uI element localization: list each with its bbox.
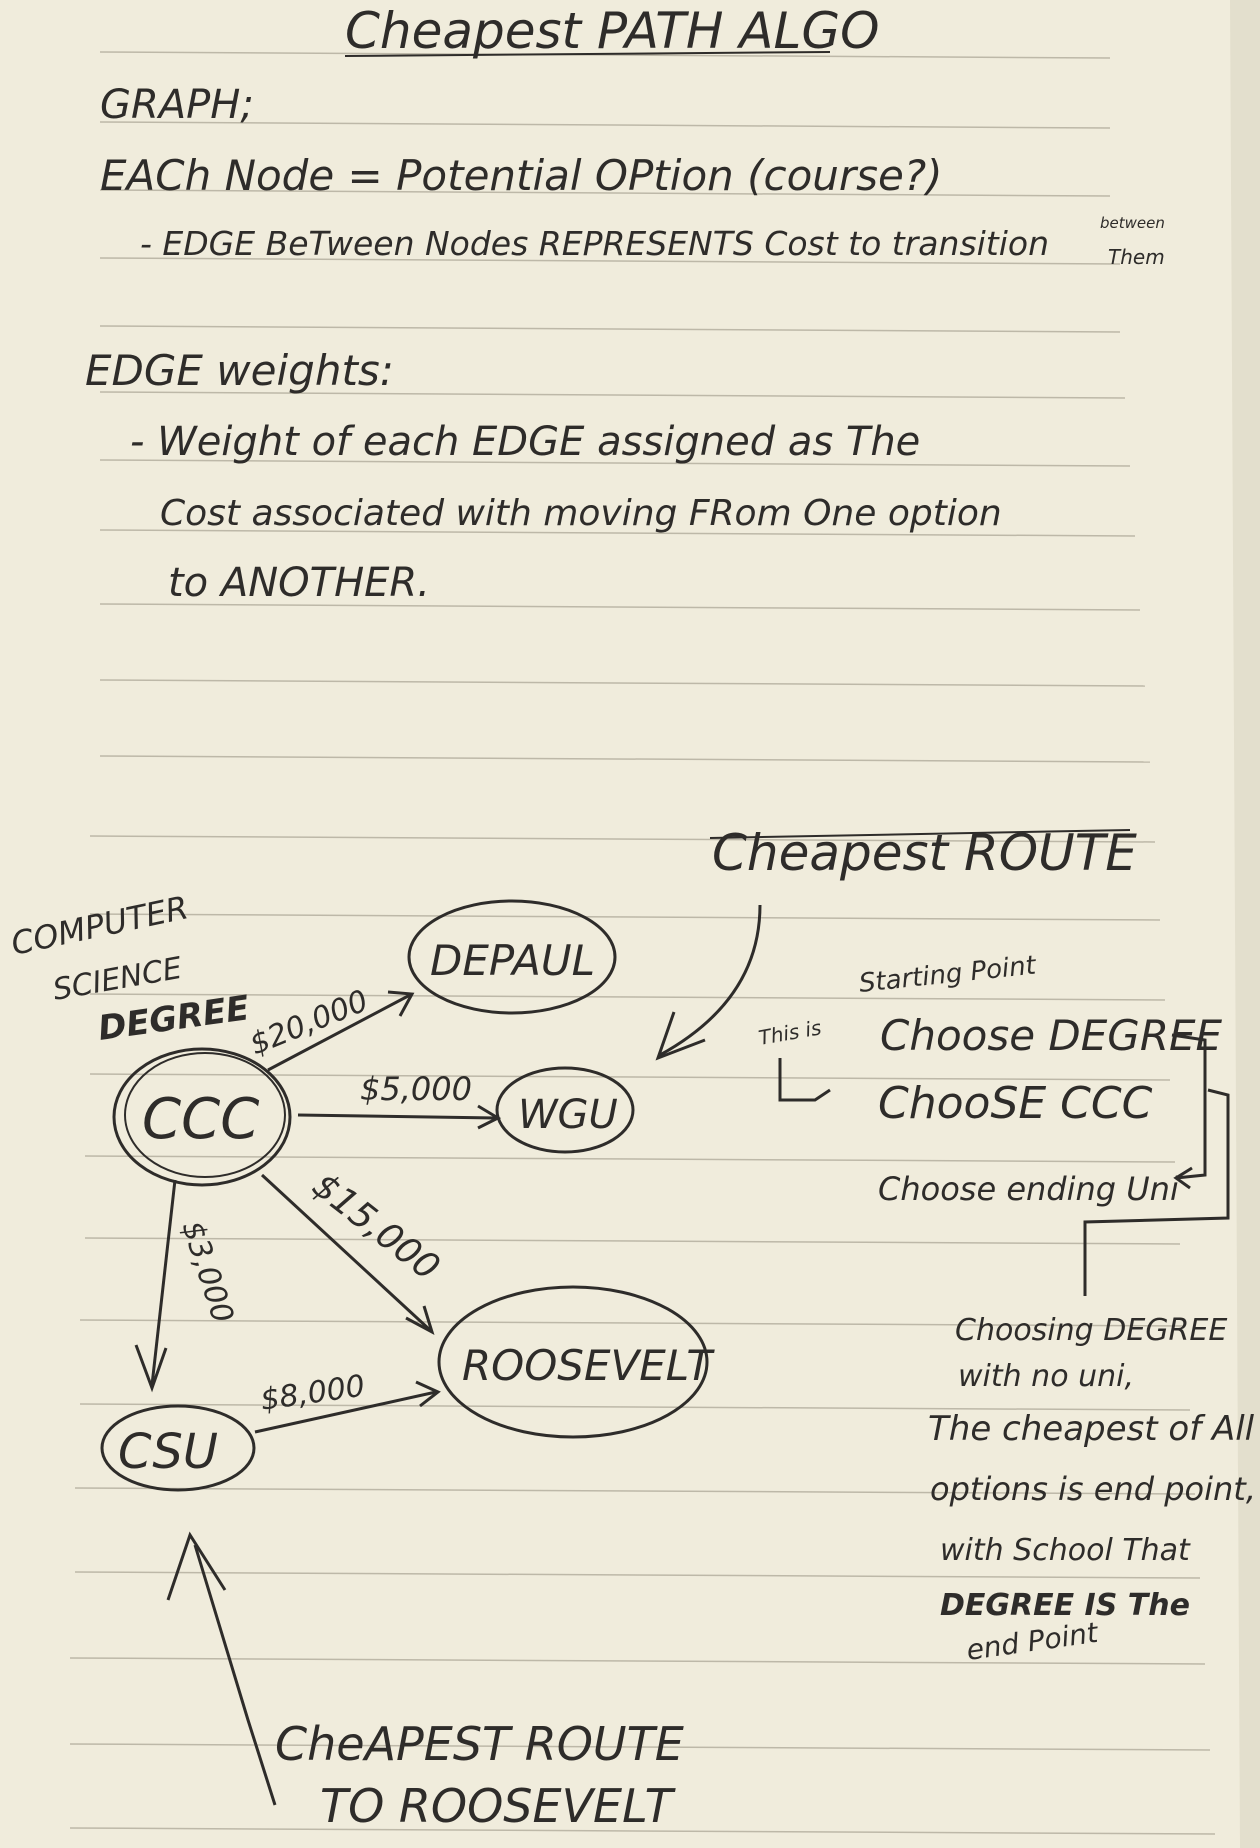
- edge-line-2: Cost associated with moving FRom One opt…: [160, 493, 1002, 534]
- node-roosevelt-label: ROOSEVELT: [462, 1341, 715, 1390]
- bottom-label-1: CheAPEST ROUTE: [275, 1717, 684, 1771]
- explanation: Choosing DEGREE with no uni, The cheapes…: [928, 1313, 1256, 1667]
- edge-line-1: - Weight of each EDGE assigned as The: [130, 419, 920, 465]
- node-ccc-label: CCC: [142, 1087, 259, 1152]
- node-csu: [100, 1404, 256, 1492]
- node-wgu: [495, 1066, 635, 1154]
- edge-ccc-csu: [150, 1179, 177, 1386]
- cost-ccc-wgu: $5,000: [360, 1070, 472, 1108]
- explanation-line-5: with School That: [940, 1533, 1191, 1568]
- graph-line-2-tail-2: Them: [1108, 245, 1165, 269]
- ruled-lines: [69, 51, 1216, 1835]
- edge-weights-heading: EDGE weights:: [85, 346, 394, 395]
- explanation-line-1: Choosing DEGREE: [955, 1313, 1227, 1348]
- graph-line-2-tail-1: between: [1100, 214, 1165, 232]
- page-title: Cheapest PATH ALGO: [345, 2, 879, 60]
- node-depaul-label: DEPAUL: [430, 936, 595, 985]
- explanation-line-3: The cheapest of All: [928, 1409, 1255, 1449]
- explanation-line-4: options is end point,: [930, 1470, 1256, 1508]
- route-arrow: [659, 904, 762, 1057]
- node-wgu-label: WGU: [518, 1092, 618, 1138]
- graph-diagram: COMPUTER SCIENCE DEGREE CCC DEPAUL WGU R…: [8, 824, 1256, 1833]
- edge-ccc-roosevelt: [260, 1173, 432, 1332]
- graph-line-1: EACh Node = Potential OPtion (course?): [100, 151, 943, 200]
- flow-step-3: Choose ending Uni: [878, 1170, 1179, 1208]
- node-roosevelt: [437, 1285, 709, 1439]
- edge-csu-roosevelt: [254, 1390, 437, 1434]
- cheapest-route-label: Cheapest ROUTE: [712, 824, 1137, 882]
- explanation-line-6: DEGREE IS The: [940, 1588, 1190, 1623]
- edge-ccc-depaul: [267, 993, 411, 1072]
- node-depaul: [407, 899, 617, 1015]
- explanation-line-2: with no uni,: [958, 1359, 1134, 1394]
- node-csu-label: CSU: [118, 1424, 218, 1480]
- edge-line-3: to ANOTHER.: [168, 560, 430, 606]
- roosevelt-route-arrow: [193, 1544, 277, 1806]
- graph-line-2: - EDGE BeTween Nodes REPRESENTS Cost to …: [140, 224, 1049, 263]
- flow-step-1: Choose DEGREE: [880, 1011, 1223, 1060]
- node-ccc: [112, 1047, 292, 1187]
- graph-heading: GRAPH;: [100, 82, 254, 128]
- flow-step-2: ChooSE CCC: [878, 1078, 1153, 1129]
- bottom-label-2: TO ROOSEVELT: [320, 1779, 677, 1833]
- edge-ccc-wgu: [297, 1113, 497, 1120]
